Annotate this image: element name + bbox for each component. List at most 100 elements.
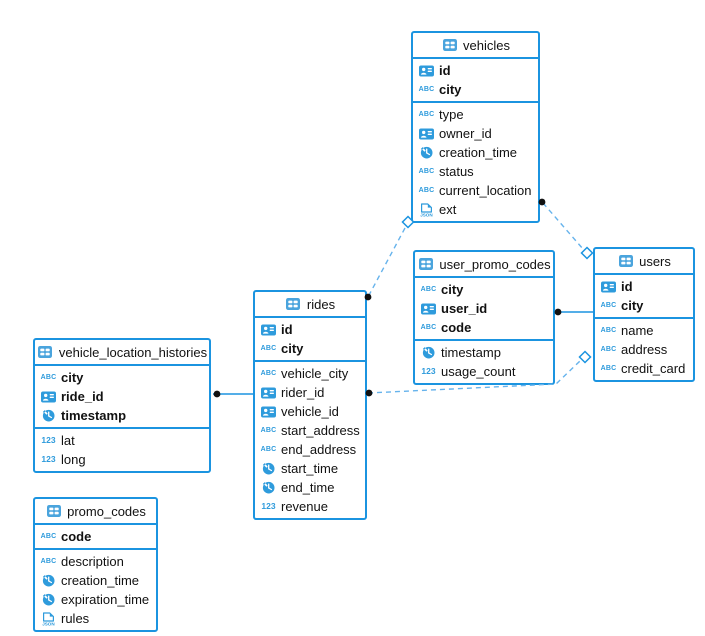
text-icon: ABC (260, 370, 277, 377)
field-label: city (439, 82, 462, 97)
id-card-icon (600, 280, 617, 294)
text-icon: ABC (600, 365, 617, 372)
id-card-icon (260, 386, 277, 400)
field-row-user_promo_codes-timestamp[interactable]: timestamp (415, 343, 553, 362)
field-row-rides-vehicle_id[interactable]: vehicle_id (255, 402, 365, 421)
table-title: vehicles (463, 37, 510, 53)
timestamp-icon (40, 409, 57, 423)
table-header-promo_codes[interactable]: promo_codes (35, 499, 156, 525)
id-card-icon (260, 405, 277, 419)
table-icon (441, 38, 458, 52)
field-row-vehicles-ext[interactable]: JSON ext (413, 200, 538, 219)
field-label: id (439, 63, 451, 78)
field-row-promo_codes-expiration_time[interactable]: expiration_time (35, 590, 156, 609)
table-header-vehicles[interactable]: vehicles (413, 33, 538, 59)
field-row-rides-end_time[interactable]: end_time (255, 478, 365, 497)
relationship-vehicles-users[interactable] (542, 202, 584, 250)
field-label: address (621, 342, 668, 357)
id-card-icon (260, 323, 277, 337)
field-row-vehicles-owner_id[interactable]: owner_id (413, 124, 538, 143)
field-label: credit_card (621, 361, 686, 376)
field-row-rides-vehicle_city[interactable]: ABC vehicle_city (255, 364, 365, 383)
svg-text:JSON: JSON (42, 621, 55, 626)
field-row-users-id[interactable]: id (595, 277, 693, 296)
table-header-user_promo_codes[interactable]: user_promo_codes (415, 252, 553, 278)
field-label: start_address (281, 423, 360, 438)
field-row-user_promo_codes-user_id[interactable]: user_id (415, 299, 553, 318)
text-icon: ABC (420, 286, 437, 293)
table-header-users[interactable]: users (595, 249, 693, 275)
table-icon (45, 504, 62, 518)
field-label: revenue (281, 499, 328, 514)
field-label: timestamp (441, 345, 501, 360)
timestamp-icon (418, 146, 435, 160)
relationship-vehicles-rides[interactable] (367, 227, 406, 298)
text-icon: ABC (40, 533, 57, 540)
text-icon: ABC (418, 86, 435, 93)
json-icon: JSON (418, 202, 435, 217)
field-row-rides-start_time[interactable]: start_time (255, 459, 365, 478)
table-header-rides[interactable]: rides (255, 292, 365, 318)
field-row-vehicles-current_location[interactable]: ABC current_location (413, 181, 538, 200)
field-label: current_location (439, 183, 532, 198)
field-row-promo_codes-creation_time[interactable]: creation_time (35, 571, 156, 590)
table-header-vehicle_location_histories[interactable]: vehicle_location_histories (35, 340, 209, 366)
field-row-vehicles-creation_time[interactable]: creation_time (413, 143, 538, 162)
field-label: rider_id (281, 385, 325, 400)
field-label: type (439, 107, 464, 122)
field-label: ext (439, 202, 457, 217)
field-label: ride_id (61, 389, 104, 404)
field-row-rides-rider_id[interactable]: rider_id (255, 383, 365, 402)
relationship-square-marker (578, 350, 592, 364)
timestamp-icon (40, 574, 57, 588)
text-icon: ABC (418, 187, 435, 194)
text-icon: ABC (418, 168, 435, 175)
field-label: vehicle_city (281, 366, 349, 381)
field-row-vehicle_location_histories-ride_id[interactable]: ride_id (35, 387, 209, 406)
field-row-vehicle_location_histories-timestamp[interactable]: timestamp (35, 406, 209, 425)
field-row-users-credit_card[interactable]: ABC credit_card (595, 359, 693, 378)
table-icon (37, 345, 54, 359)
svg-text:JSON: JSON (420, 212, 433, 217)
timestamp-icon (40, 593, 57, 607)
field-row-vehicles-id[interactable]: id (413, 61, 538, 80)
field-row-vehicles-city[interactable]: ABC city (413, 80, 538, 99)
relationship-rides-users[interactable] (367, 360, 581, 394)
field-label: vehicle_id (281, 404, 339, 419)
table-title: users (639, 253, 671, 269)
text-icon: ABC (600, 302, 617, 309)
field-row-rides-id[interactable]: id (255, 320, 365, 339)
